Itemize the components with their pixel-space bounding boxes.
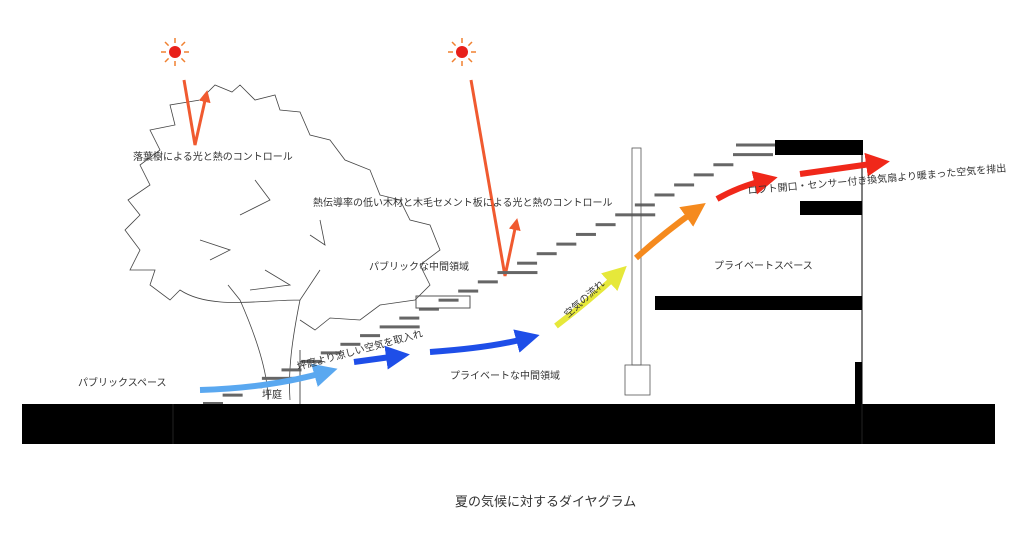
ground	[22, 404, 995, 444]
stair-step	[203, 402, 223, 405]
stair-step	[261, 376, 302, 380]
air-arrow-blue	[429, 329, 540, 355]
stair-step	[301, 359, 322, 363]
label-loft: ロフト開口・センサー付き換気扇より暖まった空気を排出	[747, 161, 1007, 197]
stair-step	[536, 252, 557, 256]
air-arrow-orange	[633, 203, 706, 261]
tree	[124, 84, 441, 401]
stair-step	[556, 242, 577, 246]
stair-step	[438, 298, 459, 302]
air-arrow-blue	[353, 345, 410, 370]
sun-icon	[160, 37, 190, 67]
air-arrow-red	[799, 152, 890, 177]
label-courtyard-air: 坪庭より涼しい空気を取入れ	[295, 327, 424, 373]
stair-step	[477, 280, 498, 284]
stair-step	[693, 173, 714, 177]
stair-step	[575, 232, 596, 236]
stair-step	[517, 261, 538, 265]
public-middle-box	[415, 295, 471, 309]
label-public-space: パブリックスペース	[78, 376, 167, 389]
stair-step	[379, 325, 420, 329]
diagram-caption: 夏の気候に対するダイヤグラム	[455, 494, 636, 510]
sun-icon	[447, 37, 477, 67]
stair-step	[340, 342, 361, 346]
label-private-space: プライベートスペース	[714, 260, 813, 272]
air-arrow-light-blue	[199, 363, 338, 393]
stair-step	[222, 393, 243, 397]
label-wood-panel: 熱伝導率の低い木材と木毛セメント板による光と熱のコントロール	[313, 196, 613, 209]
stair-step	[595, 223, 616, 227]
stair-step	[733, 153, 773, 157]
label-courtyard: 坪庭	[262, 388, 282, 401]
label-air-flow: 空気の流れ	[561, 277, 607, 320]
label-private-middle: プライベートな中間領域	[450, 369, 560, 382]
stair-step	[281, 368, 302, 372]
stair-step	[418, 307, 439, 311]
stair-step	[713, 163, 734, 167]
stair-step	[615, 213, 656, 217]
label-deciduous-tree: 落葉樹による光と熱のコントロール	[133, 150, 293, 163]
stair-step	[458, 289, 479, 293]
column	[624, 147, 651, 396]
sunlight-ray-1	[182, 79, 211, 146]
building-section	[299, 140, 863, 405]
air-arrow-red	[715, 171, 778, 202]
stair-step	[654, 193, 675, 197]
stair-step	[360, 334, 381, 338]
stepped-roof	[203, 153, 773, 405]
stair-step	[399, 316, 420, 320]
sunlight-ray-2	[469, 79, 521, 277]
air-arrow-yellow	[554, 265, 627, 329]
stair-step	[320, 351, 341, 355]
label-public-middle: パブリックな中間領域	[369, 260, 469, 273]
stair-step	[674, 183, 695, 187]
stair-step	[634, 203, 655, 207]
stair-step	[497, 271, 538, 275]
